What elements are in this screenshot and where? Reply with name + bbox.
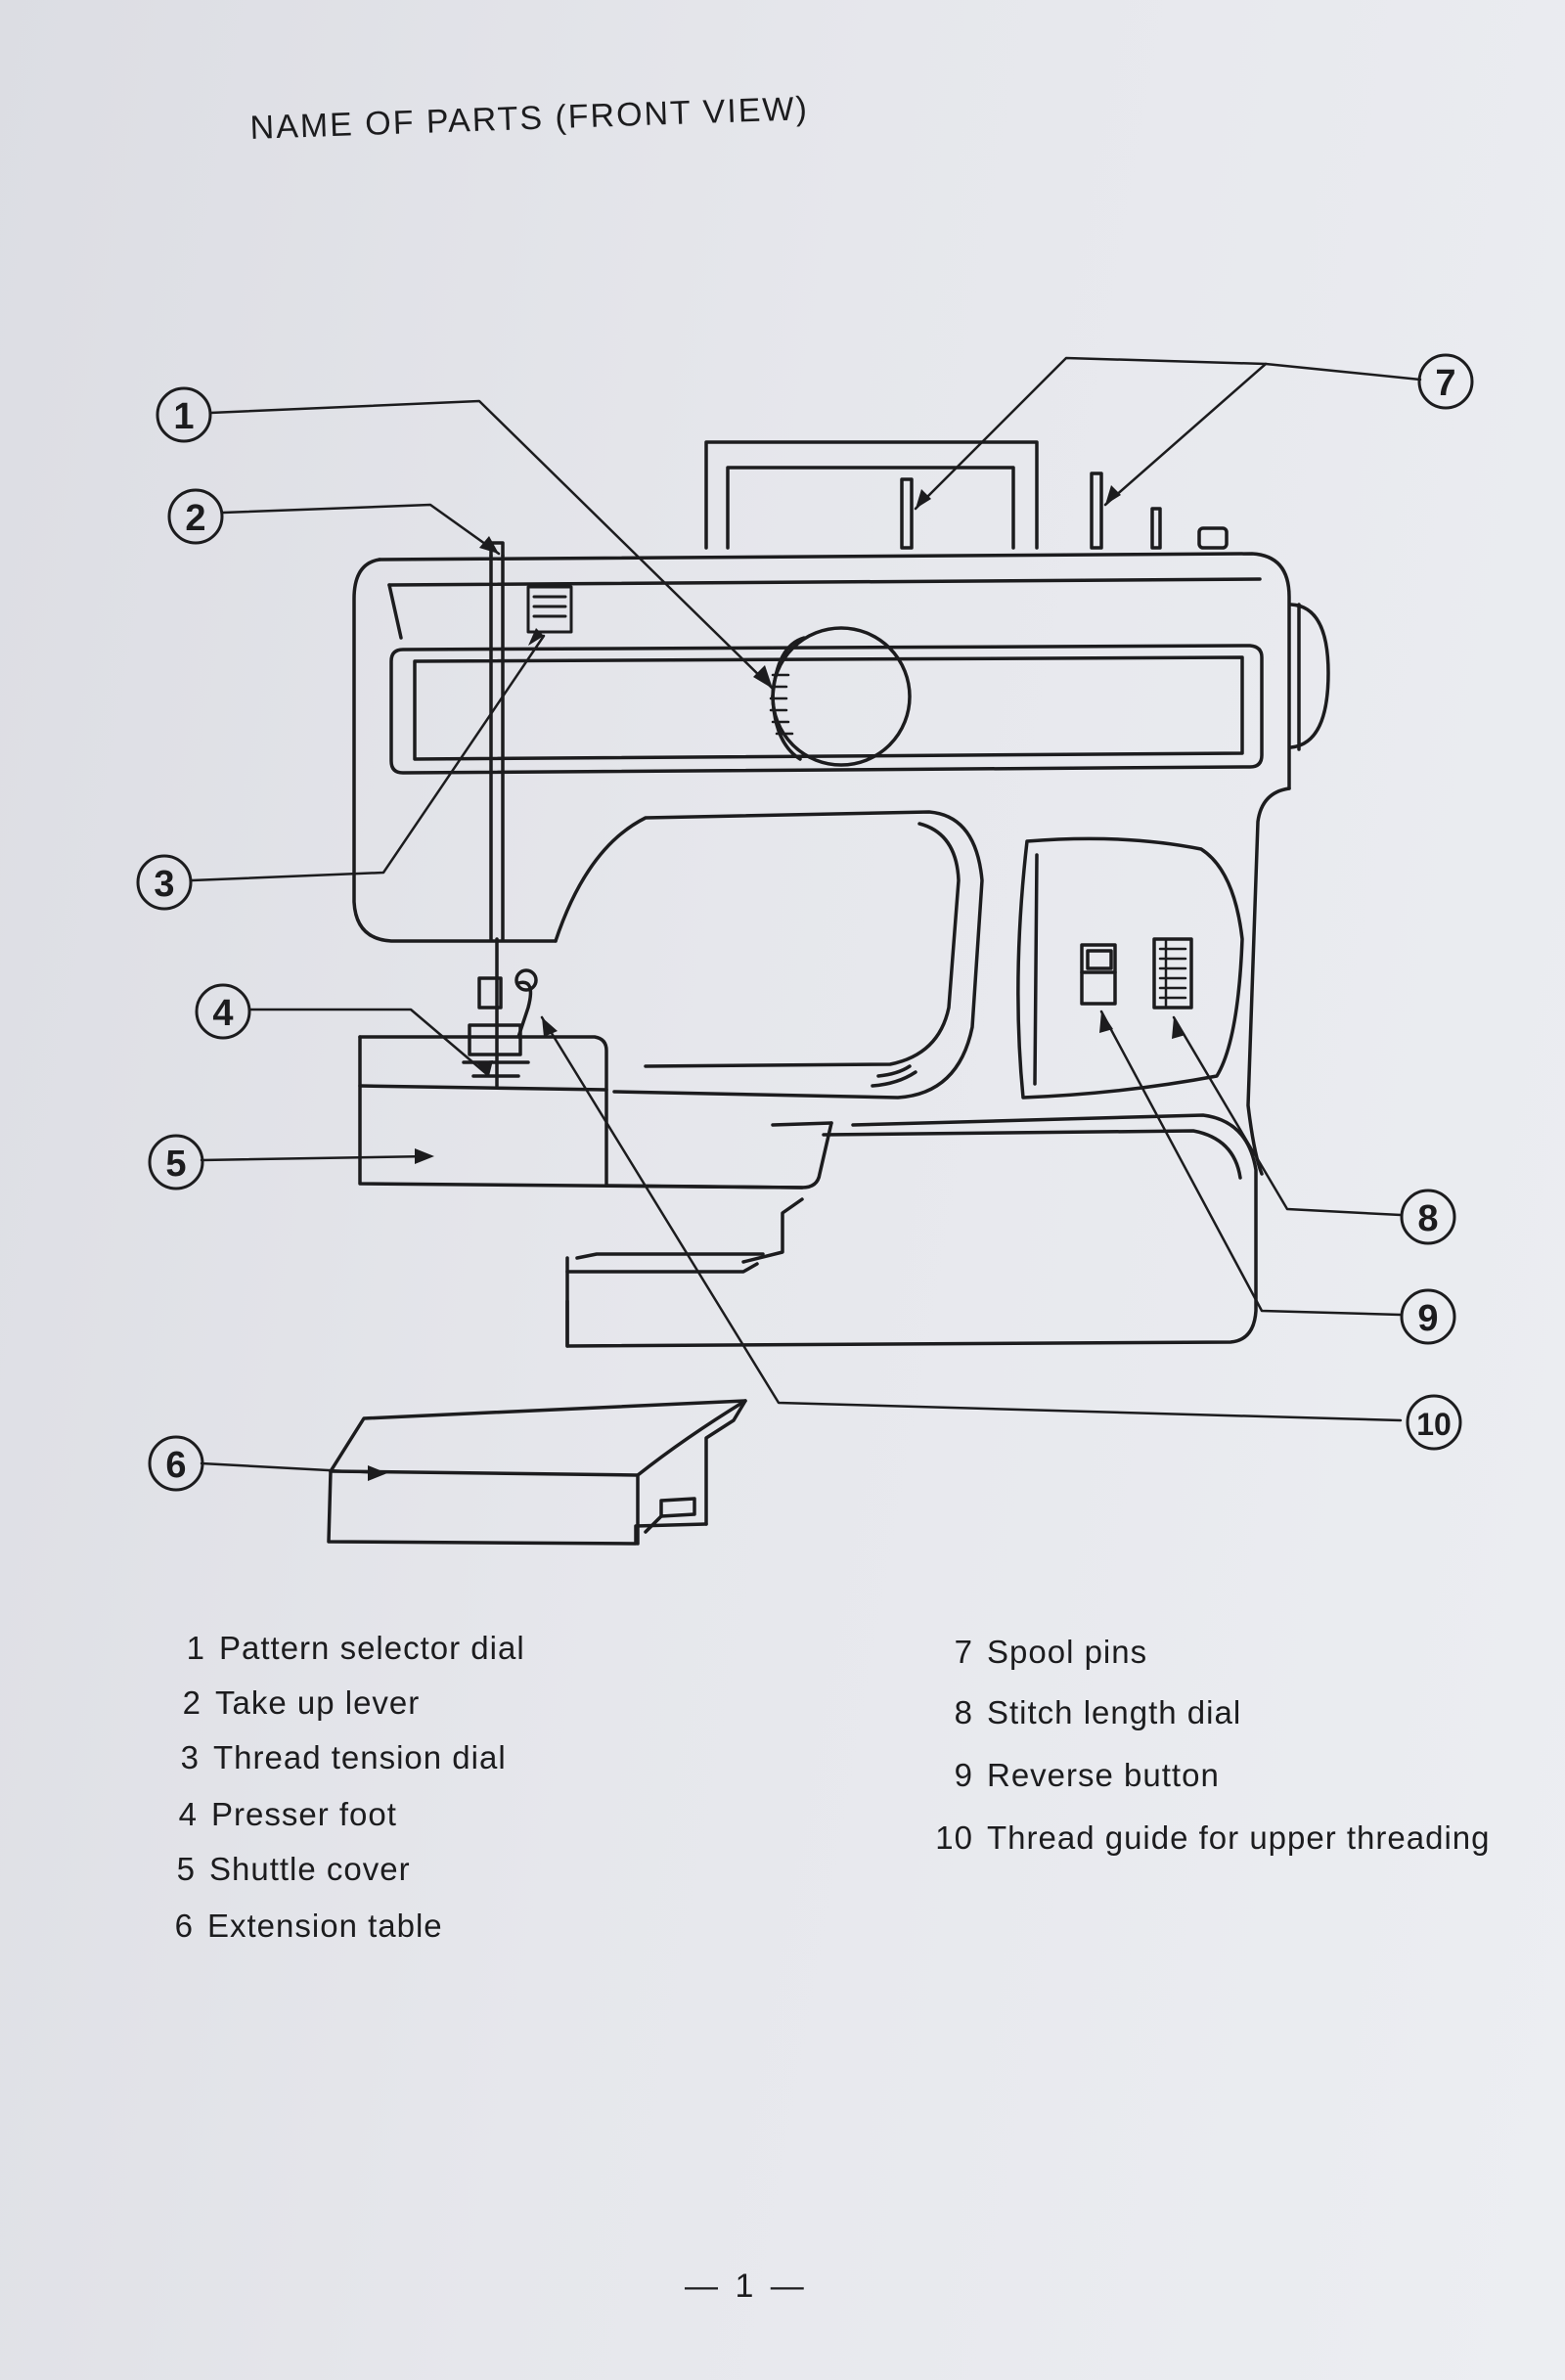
thread-tension-dial — [526, 585, 573, 634]
legend-item-number: 9 — [954, 1757, 973, 1793]
callout-number-6: 6 — [165, 1445, 186, 1486]
callout-circle-4 — [195, 983, 251, 1040]
legend-item-number: 1 — [186, 1630, 205, 1666]
legend-item: 9 Reverse button — [942, 1757, 1220, 1794]
legend-item: 2 Take up lever — [170, 1684, 420, 1722]
legend-item: 4 Presser foot — [166, 1796, 397, 1833]
legend-item-number: 5 — [176, 1851, 196, 1887]
callout-number-1: 1 — [173, 396, 194, 437]
legend-item: 6 Extension table — [162, 1908, 443, 1945]
machine-bed — [358, 786, 1291, 1348]
arrow-heads — [368, 485, 1185, 1481]
callout-number-4: 4 — [212, 993, 233, 1034]
page-number: — 1 — — [685, 2268, 808, 2305]
legend-item: 1 Pattern selector dial — [174, 1630, 525, 1667]
callout-circle-5 — [148, 1134, 204, 1190]
callout-circle-9 — [1400, 1288, 1456, 1345]
callout-circle-1 — [156, 386, 212, 443]
legend-item: 5 Shuttle cover — [164, 1851, 411, 1888]
callout-number-5: 5 — [165, 1144, 186, 1185]
legend-item: 8 Stitch length dial — [942, 1694, 1241, 1731]
needle-bar — [462, 541, 538, 1088]
legend-item-label: Stitch length dial — [987, 1694, 1242, 1730]
callout-number-2: 2 — [185, 498, 205, 539]
callout-circle-8 — [1400, 1189, 1456, 1245]
legend-item-label: Extension table — [207, 1908, 443, 1944]
legend-item-number: 10 — [935, 1819, 973, 1856]
callout-number-9: 9 — [1417, 1298, 1438, 1339]
extension-table-drawing — [327, 1399, 747, 1546]
machine-head — [352, 552, 1330, 943]
legend-item-number: 8 — [954, 1694, 973, 1730]
legend-item-label: Presser foot — [211, 1796, 397, 1832]
spool-pins — [900, 472, 1229, 550]
callout-number-10: 10 — [1416, 1407, 1452, 1442]
legend-item-label: Pattern selector dial — [219, 1630, 525, 1666]
legend-item-number: 3 — [180, 1739, 200, 1775]
legend-item-label: Shuttle cover — [209, 1851, 411, 1887]
legend-item-label: Thread guide for upper threading — [987, 1819, 1491, 1856]
carry-handle — [704, 440, 1039, 550]
callout-number-7: 7 — [1435, 363, 1455, 404]
leader-lines — [190, 356, 1422, 1475]
callout-circle-2 — [167, 488, 224, 545]
callout-circle-3 — [136, 854, 193, 911]
legend-item: 10 Thread guide for upper threading — [924, 1819, 1491, 1857]
legend-item-label: Take up lever — [215, 1684, 421, 1721]
callout-circles — [136, 353, 1474, 1492]
legend-item: 7 Spool pins — [942, 1634, 1147, 1671]
legend-item-label: Reverse button — [987, 1757, 1220, 1793]
pattern-selector-dial — [769, 626, 912, 767]
callout-circle-6 — [148, 1435, 204, 1492]
legend-item-label: Spool pins — [987, 1634, 1148, 1670]
legend-item-number: 2 — [182, 1684, 201, 1721]
legend-item-number: 7 — [954, 1634, 973, 1670]
callout-circle-10 — [1406, 1394, 1462, 1451]
callout-number-8: 8 — [1417, 1198, 1438, 1239]
callout-circle-7 — [1417, 353, 1474, 410]
legend-item: 3 Thread tension dial — [168, 1739, 507, 1776]
callout-number-3: 3 — [154, 864, 174, 905]
control-panel — [1016, 836, 1244, 1100]
legend-item-number: 6 — [174, 1908, 194, 1944]
legend-item-label: Thread tension dial — [213, 1739, 507, 1775]
sewing-machine-diagram: 1 2 3 4 5 6 7 8 9 10 — [136, 353, 1474, 1546]
legend-item-number: 4 — [178, 1796, 198, 1832]
